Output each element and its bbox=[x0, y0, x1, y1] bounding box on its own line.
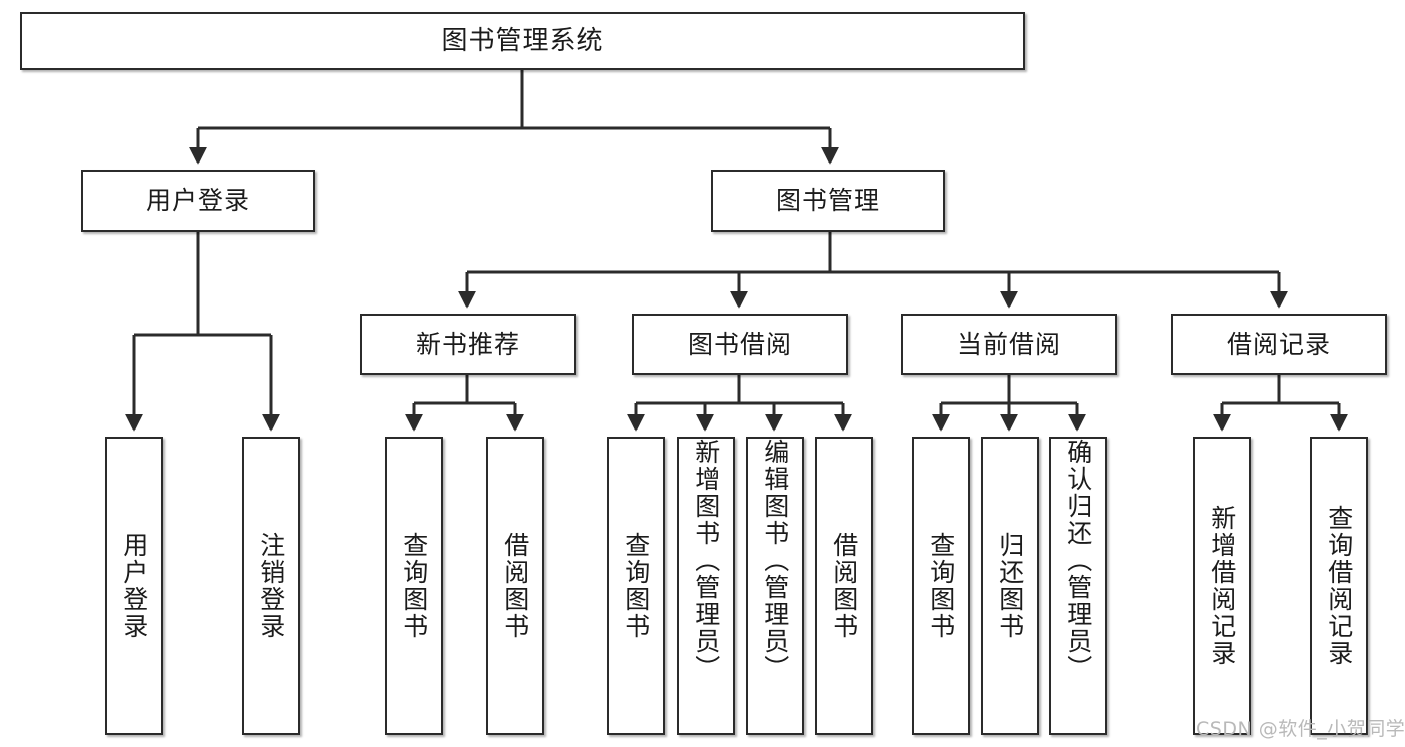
node-label: 新书推荐 bbox=[415, 329, 520, 359]
leaf-logout[interactable]: 注销登录 bbox=[242, 437, 300, 735]
node-root-book-management-system[interactable]: 图书管理系统 bbox=[20, 12, 1025, 70]
node-label: 借阅图书 bbox=[829, 532, 859, 640]
node-label: 用户登录 bbox=[119, 532, 149, 640]
node-borrow-record[interactable]: 借阅记录 bbox=[1171, 314, 1387, 375]
node-label: 当前借阅 bbox=[956, 329, 1061, 359]
node-label: 查询图书 bbox=[621, 532, 651, 640]
node-label: 用户登录 bbox=[145, 186, 250, 216]
node-label: 查询图书 bbox=[926, 532, 956, 640]
node-label: 图书管理系统 bbox=[441, 25, 604, 56]
leaf-confirm-return-admin[interactable]: 确认归还（管理员） bbox=[1049, 437, 1107, 735]
leaf-user-login[interactable]: 用户登录 bbox=[105, 437, 163, 735]
node-label: 图书借阅 bbox=[687, 329, 792, 359]
leaf-return-book[interactable]: 归还图书 bbox=[981, 437, 1039, 735]
node-label: 借阅记录 bbox=[1226, 329, 1331, 359]
node-label: 查询图书 bbox=[399, 532, 429, 640]
node-label: 查询借阅记录 bbox=[1324, 505, 1354, 667]
node-current-borrow[interactable]: 当前借阅 bbox=[901, 314, 1117, 375]
node-label: 注销登录 bbox=[256, 532, 286, 640]
leaf-edit-book-admin[interactable]: 编辑图书（管理员） bbox=[746, 437, 804, 735]
leaf-add-borrow-record[interactable]: 新增借阅记录 bbox=[1193, 437, 1251, 735]
node-label: 确认归还（管理员） bbox=[1063, 439, 1093, 682]
leaf-query-book-borrow[interactable]: 查询图书 bbox=[607, 437, 665, 735]
leaf-query-book-recommend[interactable]: 查询图书 bbox=[385, 437, 443, 735]
node-label: 新增图书（管理员） bbox=[691, 439, 721, 682]
node-label: 编辑图书（管理员） bbox=[760, 439, 790, 682]
node-label: 新增借阅记录 bbox=[1207, 505, 1237, 667]
node-label: 借阅图书 bbox=[500, 532, 530, 640]
node-new-book-recommend[interactable]: 新书推荐 bbox=[360, 314, 576, 375]
leaf-borrow-book[interactable]: 借阅图书 bbox=[815, 437, 873, 735]
node-book-management[interactable]: 图书管理 bbox=[711, 170, 945, 232]
leaf-borrow-book-recommend[interactable]: 借阅图书 bbox=[486, 437, 544, 735]
csdn-watermark: CSDN @软件_小贺同学 bbox=[1196, 718, 1405, 740]
leaf-query-book-current[interactable]: 查询图书 bbox=[912, 437, 970, 735]
leaf-add-book-admin[interactable]: 新增图书（管理员） bbox=[677, 437, 735, 735]
node-book-borrow[interactable]: 图书借阅 bbox=[632, 314, 848, 375]
node-label: 归还图书 bbox=[995, 532, 1025, 640]
node-user-login[interactable]: 用户登录 bbox=[81, 170, 315, 232]
leaf-query-borrow-record[interactable]: 查询借阅记录 bbox=[1310, 437, 1368, 735]
node-label: 图书管理 bbox=[775, 186, 880, 216]
